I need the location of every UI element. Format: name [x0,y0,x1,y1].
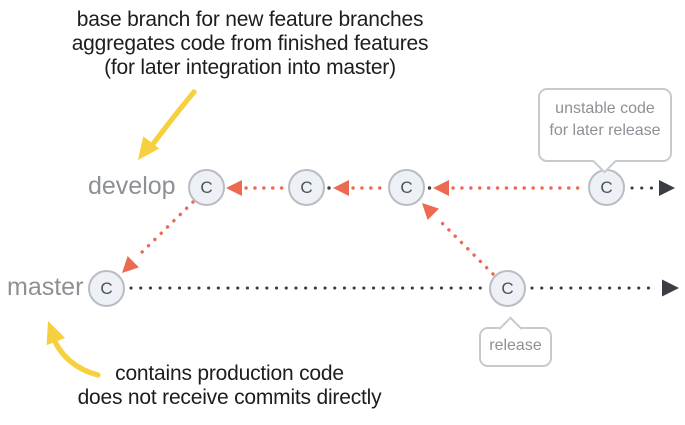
release-merge-arrow-icon [422,203,439,220]
commit-node-master-release: C [489,270,526,307]
commit-node-master-1: C [88,270,125,307]
commit-letter: C [100,279,113,298]
unstable-code-callout: unstable code for later release [538,88,672,174]
commit-node-develop-1: C [188,169,225,206]
commit-parent-arrow-icon [333,180,349,196]
develop-note-arrow-line [150,89,197,147]
commit-parent-arrow-icon [226,180,242,196]
release-callout-label: release [489,337,542,354]
master-timeline-arrowhead-icon [662,279,679,297]
commit-node-develop-2: C [288,169,325,206]
commit-letter: C [300,178,313,197]
line-dot [327,186,331,190]
develop-note-arrowhead-icon [138,136,160,160]
develop-note: base branch for new feature branches agg… [55,8,445,80]
develop-branch-label: develop [88,172,176,200]
develop-note-line: (for later integration into master) [104,56,396,79]
develop-note-line: aggregates code from finished features [71,32,429,55]
master-note-line: does not receive commits directly [77,386,382,409]
commit-letter: C [600,178,613,197]
release-callout: release [479,315,552,367]
commit-letter: C [400,178,413,197]
commit-parent-arrow-icon [433,180,449,196]
commit-node-develop-4: C [588,169,625,206]
develop-timeline-arrowhead-icon [659,180,675,196]
develop-note-line: base branch for new feature branches [76,8,424,31]
master-note-line: contains production code [115,362,344,385]
release-merge-diagonal-line [436,217,495,276]
branch-point-diagonal-line [134,200,195,260]
line-dot [427,186,432,190]
master-branch-label: master [7,273,84,301]
master-note-arrowhead-icon [46,321,66,346]
commit-letter: C [200,178,213,197]
master-note: contains production code does not receiv… [37,362,422,410]
unstable-code-callout-line: unstable code [555,100,655,117]
commit-letter: C [501,279,514,298]
commit-node-develop-3: C [388,169,425,206]
unstable-code-callout-line: for later release [549,122,661,139]
